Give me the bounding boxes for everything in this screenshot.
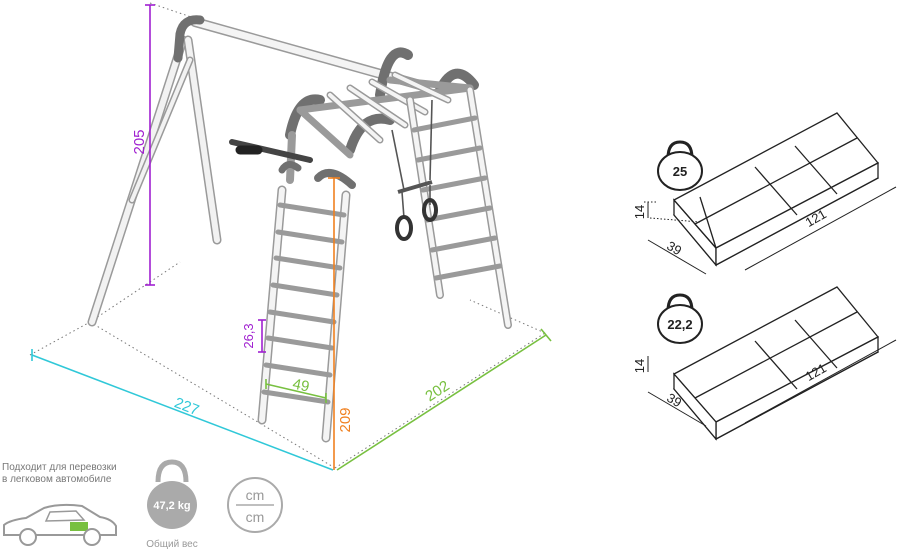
depth-dimension: 202 (336, 328, 552, 471)
package-1: 25 14 39 121 (632, 112, 897, 275)
post-height-dimension: 209 (328, 177, 354, 470)
package-1-dimensions (644, 186, 897, 275)
package-2-height: 14 (632, 359, 647, 373)
width-dimension: 227 (31, 349, 334, 471)
total-weight-label: Общий вес (146, 538, 197, 549)
unit-bottom: cm (246, 509, 265, 525)
climbing-frame (229, 47, 512, 443)
package-1-width: 39 (664, 238, 684, 258)
rung-spacing-value: 26,3 (241, 323, 256, 348)
rung-width-value: 49 (291, 376, 311, 396)
package-2-width: 39 (664, 390, 684, 410)
unit-top: cm (246, 487, 265, 503)
rung-width-dimension: 49 (265, 376, 327, 403)
package-2-dimensions (647, 339, 897, 427)
trapeze-and-rings (391, 99, 438, 241)
kettlebell-icon: 25 (657, 140, 703, 191)
rung-spacing-dimension: 26,3 (241, 319, 266, 353)
height-dimension: 205 (131, 4, 155, 286)
total-weight-value: 47,2 kg (153, 500, 190, 512)
package-2-box (672, 286, 880, 441)
post-height-value: 209 (337, 407, 354, 432)
kettlebell-icon: 22,2 (657, 293, 703, 344)
width-value: 227 (172, 394, 201, 419)
car-icon (3, 503, 117, 546)
unit-circle-icon: cm cm (227, 477, 283, 533)
package-1-box (672, 112, 880, 267)
package-1-height: 14 (632, 205, 647, 219)
package-2: 22,2 14 39 121 (632, 286, 897, 441)
swing-frame (87, 15, 425, 327)
depth-value: 202 (422, 377, 452, 405)
height-value: 205 (131, 129, 148, 154)
car-caption: Подходит для перевозки в легковом автомо… (2, 462, 117, 485)
package-2-weight: 22,2 (667, 317, 692, 332)
package-1-weight: 25 (673, 164, 687, 179)
total-weight-icon: 47,2 kg (147, 459, 197, 529)
